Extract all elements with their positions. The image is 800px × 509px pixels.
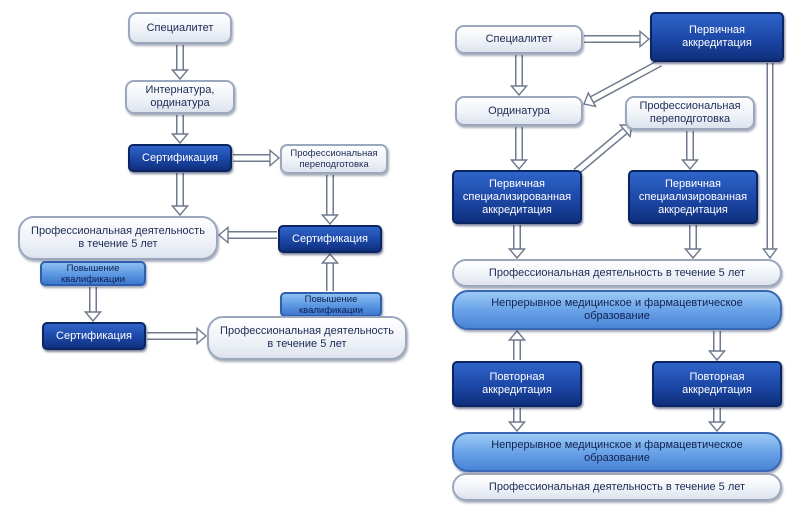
- left-qualification-1-label: Повышение квалификации: [60, 262, 126, 285]
- left-certification-1-label: Сертификация: [142, 151, 218, 164]
- right-specialized-accreditation-2-box: Первичная специализированная аккредитаци…: [628, 170, 758, 224]
- arrow-left-certification2-to-activity: [217, 225, 277, 245]
- right-ordinatura-label: Ординатура: [488, 104, 550, 117]
- left-certification-2-label: Сертификация: [292, 232, 368, 245]
- arrow-left-specialitet-to-internatura: [170, 45, 190, 81]
- right-continuous-education-1-label: Непрерывное медицинское и фармацевтическ…: [491, 297, 743, 322]
- left-certification-3-box: Сертификация: [42, 322, 146, 350]
- left-specialitet-label: Специалитет: [146, 21, 214, 34]
- arrow-right-specialitet-to-ordinatura: [509, 55, 529, 97]
- left-professional-activity-2-label: Профессиональная деятельность в течение …: [220, 325, 394, 350]
- left-professional-activity-1-box: Профессиональная деятельность в течение …: [18, 216, 218, 260]
- right-primary-accreditation-label: Первичная аккредитация: [682, 24, 752, 49]
- arrow-left-certification-to-activity: [170, 173, 190, 217]
- right-specialized-accreditation-1-label: Первичная специализированная аккредитаци…: [462, 177, 572, 216]
- arrow-right-ordinatura-to-specialized1: [509, 127, 529, 171]
- arrow-right-repeat1-to-education: [507, 329, 527, 360]
- right-retraining-box: Профессиональная переподготовка: [625, 96, 755, 130]
- right-professional-activity-2-box: Профессиональная деятельность в течение …: [452, 473, 782, 501]
- left-qualification-2-box: Повышение квалификации: [280, 292, 382, 317]
- left-professional-activity-1-label: Профессиональная деятельность в течение …: [31, 225, 205, 250]
- right-specialized-accreditation-2-label: Первичная специализированная аккредитаци…: [638, 177, 748, 216]
- arrow-right-specialized2-to-activity: [683, 225, 703, 260]
- left-retraining-label: Профессиональная переподготовка: [290, 148, 378, 170]
- right-continuous-education-1-box: Непрерывное медицинское и фармацевтическ…: [452, 290, 782, 330]
- right-retraining-label: Профессиональная переподготовка: [639, 100, 741, 125]
- arrow-left-certification3-to-activity2: [147, 326, 208, 346]
- right-professional-activity-1-box: Профессиональная деятельность в течение …: [452, 259, 782, 287]
- right-professional-activity-2-label: Профессиональная деятельность в течение …: [488, 480, 746, 493]
- right-continuous-education-2-label: Непрерывное медицинское и фармацевтическ…: [491, 439, 743, 464]
- left-professional-activity-2-box: Профессиональная деятельность в течение …: [207, 316, 407, 360]
- left-certification-1-box: Сертификация: [128, 144, 232, 172]
- arrow-right-repeat2-down: [707, 408, 727, 433]
- left-retraining-box: Профессиональная переподготовка: [280, 144, 388, 174]
- right-specialitet-box: Специалитет: [455, 25, 583, 54]
- left-qualification-2-label: Повышение квалификации: [298, 293, 364, 316]
- arrow-right-retraining-to-specialized2: [680, 131, 700, 171]
- arrow-right-accreditation-to-ordinatura: [583, 59, 662, 108]
- right-primary-accreditation-box: Первичная аккредитация: [650, 12, 784, 62]
- arrow-left-internatura-to-certification: [170, 115, 190, 145]
- arrow-left-certification-to-retraining: [233, 148, 281, 168]
- right-specialitet-label: Специалитет: [485, 33, 553, 45]
- left-specialitet-box: Специалитет: [128, 12, 232, 44]
- arrow-right-specialized1-to-retraining: [573, 124, 633, 176]
- left-internatura-box: Интернатура, ординатура: [125, 80, 235, 114]
- left-internatura-label: Интернатура, ординатура: [145, 84, 215, 109]
- left-qualification-1-box: Повышение квалификации: [40, 261, 146, 286]
- arrow-left-qualification2-to-certification2: [320, 252, 340, 291]
- arrow-right-education-to-repeat2: [707, 331, 727, 362]
- left-certification-2-box: Сертификация: [278, 225, 382, 253]
- left-certification-3-label: Сертификация: [56, 329, 132, 342]
- right-repeat-accreditation-1-box: Повторная аккредитация: [452, 361, 582, 407]
- arrow-right-specialitet-to-accreditation: [584, 29, 651, 49]
- arrow-right-accreditation-to-activity: [761, 63, 779, 260]
- arrow-left-qualification1-to-certification3: [83, 287, 103, 323]
- right-specialized-accreditation-1-box: Первичная специализированная аккредитаци…: [452, 170, 582, 224]
- arrow-right-repeat1-down: [507, 408, 527, 433]
- right-continuous-education-2-box: Непрерывное медицинское и фармацевтическ…: [452, 432, 782, 472]
- right-repeat-accreditation-2-label: Повторная аккредитация: [682, 371, 752, 396]
- arrow-right-specialized1-to-activity: [507, 225, 527, 260]
- right-ordinatura-box: Ординатура: [455, 96, 583, 126]
- right-repeat-accreditation-2-box: Повторная аккредитация: [652, 361, 782, 407]
- right-repeat-accreditation-1-label: Повторная аккредитация: [482, 371, 552, 396]
- right-professional-activity-1-label: Профессиональная деятельность в течение …: [488, 266, 746, 279]
- arrow-left-retraining-to-certification2: [320, 175, 340, 226]
